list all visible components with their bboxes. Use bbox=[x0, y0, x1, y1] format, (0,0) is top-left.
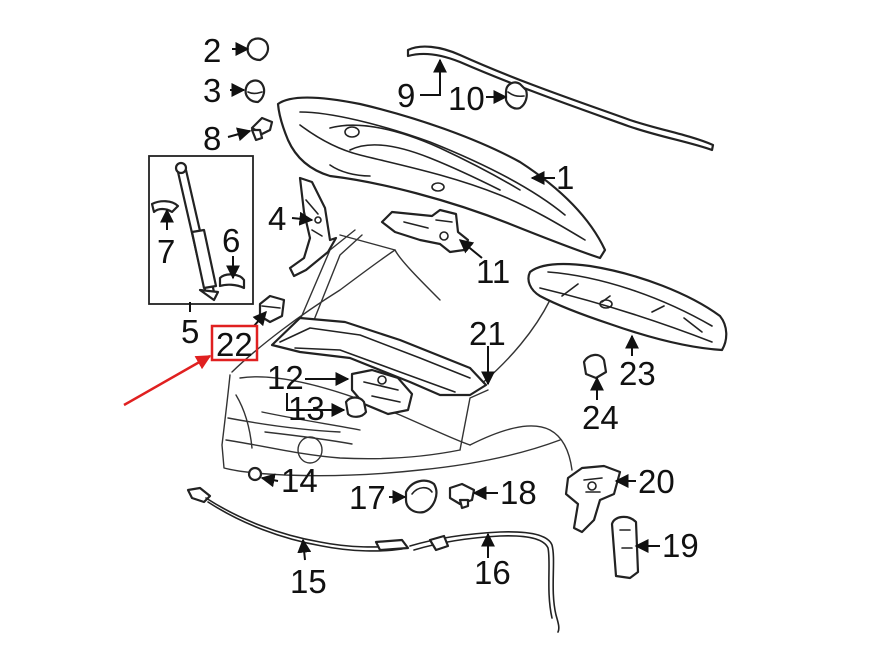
part-22-highlight bbox=[123, 324, 259, 407]
callout-13[interactable]: 13 bbox=[288, 390, 325, 427]
callout-6[interactable]: 6 bbox=[222, 222, 240, 259]
callout-3[interactable]: 3 bbox=[203, 72, 221, 109]
hood-latch-bracket[interactable] bbox=[380, 208, 470, 254]
callout-23[interactable]: 23 bbox=[619, 355, 656, 392]
callout-8[interactable]: 8 bbox=[203, 120, 221, 157]
callout-24[interactable]: 24 bbox=[582, 399, 619, 436]
callout-14[interactable]: 14 bbox=[281, 462, 318, 499]
bracket-19[interactable] bbox=[610, 515, 640, 580]
callout-labels: 1 2 3 4 5 6 7 8 9 10 11 12 13 14 15 16 1… bbox=[157, 32, 699, 600]
callout-12[interactable]: 12 bbox=[267, 359, 304, 396]
hood-latch-12[interactable] bbox=[350, 368, 414, 416]
handle-bezel-18[interactable] bbox=[448, 482, 476, 510]
hood-insulator[interactable] bbox=[527, 262, 728, 352]
callout-16[interactable]: 16 bbox=[474, 554, 511, 591]
callout-9[interactable]: 9 bbox=[397, 77, 415, 114]
callout-11[interactable]: 11 bbox=[476, 253, 510, 290]
release-handle-17[interactable] bbox=[404, 479, 438, 514]
leader-lines bbox=[160, 42, 660, 561]
callout-4[interactable]: 4 bbox=[268, 200, 286, 237]
callout-18[interactable]: 18 bbox=[500, 474, 537, 511]
callout-5[interactable]: 5 bbox=[181, 313, 199, 350]
callout-15[interactable]: 15 bbox=[290, 563, 327, 600]
callout-21[interactable]: 21 bbox=[469, 315, 506, 352]
callout-22[interactable]: 22 bbox=[216, 326, 253, 363]
hood-panel[interactable] bbox=[276, 96, 607, 260]
bumper-cap-3[interactable] bbox=[244, 79, 266, 104]
callout-7[interactable]: 7 bbox=[157, 233, 175, 270]
clip-24[interactable] bbox=[582, 353, 608, 380]
callout-2[interactable]: 2 bbox=[203, 32, 221, 69]
release-cable-16[interactable] bbox=[409, 531, 560, 633]
hood-hinge[interactable] bbox=[288, 176, 338, 278]
callout-1[interactable]: 1 bbox=[556, 159, 574, 196]
callout-20[interactable]: 20 bbox=[638, 463, 675, 500]
release-cable-15[interactable] bbox=[186, 486, 410, 552]
bracket-20[interactable] bbox=[564, 464, 622, 534]
callout-17[interactable]: 17 bbox=[349, 479, 386, 516]
callout-10[interactable]: 10 bbox=[448, 80, 485, 117]
grommet-14[interactable] bbox=[247, 466, 263, 482]
callout-19[interactable]: 19 bbox=[662, 527, 699, 564]
push-clip-8[interactable] bbox=[250, 116, 274, 142]
vehicle-front-outline bbox=[221, 229, 573, 477]
hood-buffer-22[interactable] bbox=[258, 294, 286, 324]
hood-bumper-stop[interactable] bbox=[504, 81, 528, 110]
latch-cover-13[interactable] bbox=[344, 396, 368, 418]
bumper-cap-2[interactable] bbox=[246, 37, 270, 62]
hood-seal[interactable] bbox=[406, 45, 715, 152]
